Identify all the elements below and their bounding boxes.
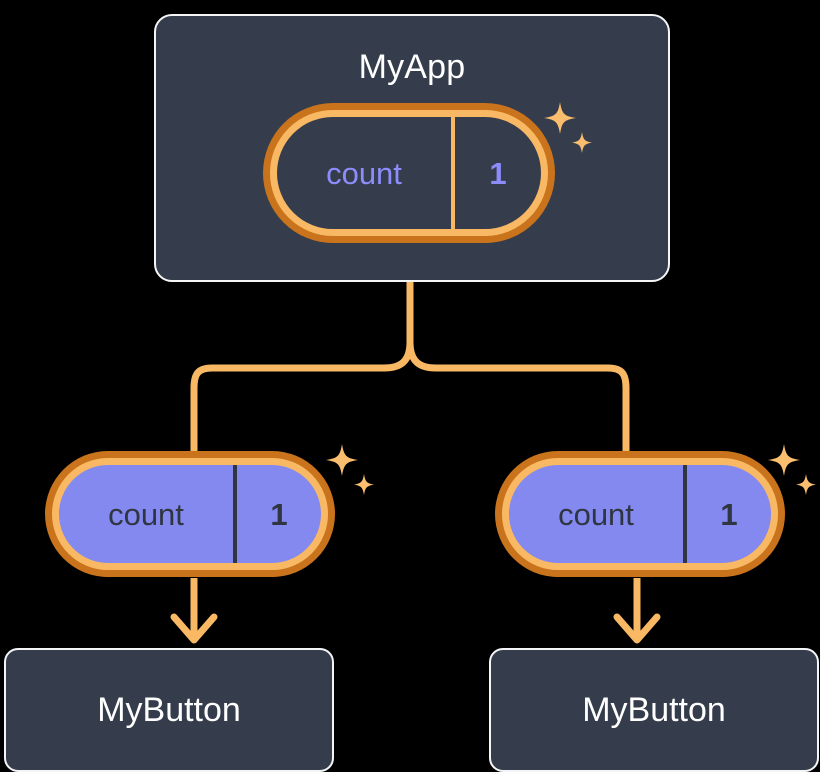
- state-key-label: count: [108, 496, 184, 532]
- sparkles-icon: [320, 440, 378, 504]
- state-pill-left-wrap: count 1: [52, 458, 328, 570]
- tree-fork-connector: [190, 278, 414, 462]
- component-card-mybutton-left[interactable]: MyButton: [4, 648, 334, 772]
- state-value-label: 1: [270, 496, 288, 532]
- state-pill-myapp[interactable]: count 1: [270, 110, 548, 236]
- component-label: MyButton: [582, 691, 726, 729]
- state-divider: [233, 465, 237, 563]
- state-pill-right[interactable]: count 1: [502, 458, 778, 570]
- state-value-label: 1: [489, 155, 507, 191]
- state-pill-right-wrap: count 1: [502, 458, 778, 570]
- state-pill-left[interactable]: count 1: [52, 458, 328, 570]
- arrow-down-icon-right: [613, 578, 661, 644]
- state-divider: [683, 465, 687, 563]
- component-card-mybutton-right[interactable]: MyButton: [489, 648, 819, 772]
- state-key-label: count: [326, 155, 402, 191]
- component-label: MyButton: [97, 691, 241, 729]
- state-pill-myapp-wrap: count 1: [270, 110, 548, 236]
- state-divider: [451, 117, 455, 229]
- arrow-down-icon-left: [170, 578, 218, 644]
- page-title: MyApp: [358, 48, 466, 86]
- state-value-label: 1: [720, 496, 738, 532]
- tree-fork-connector-right: [406, 338, 630, 462]
- state-key-label: count: [558, 496, 634, 532]
